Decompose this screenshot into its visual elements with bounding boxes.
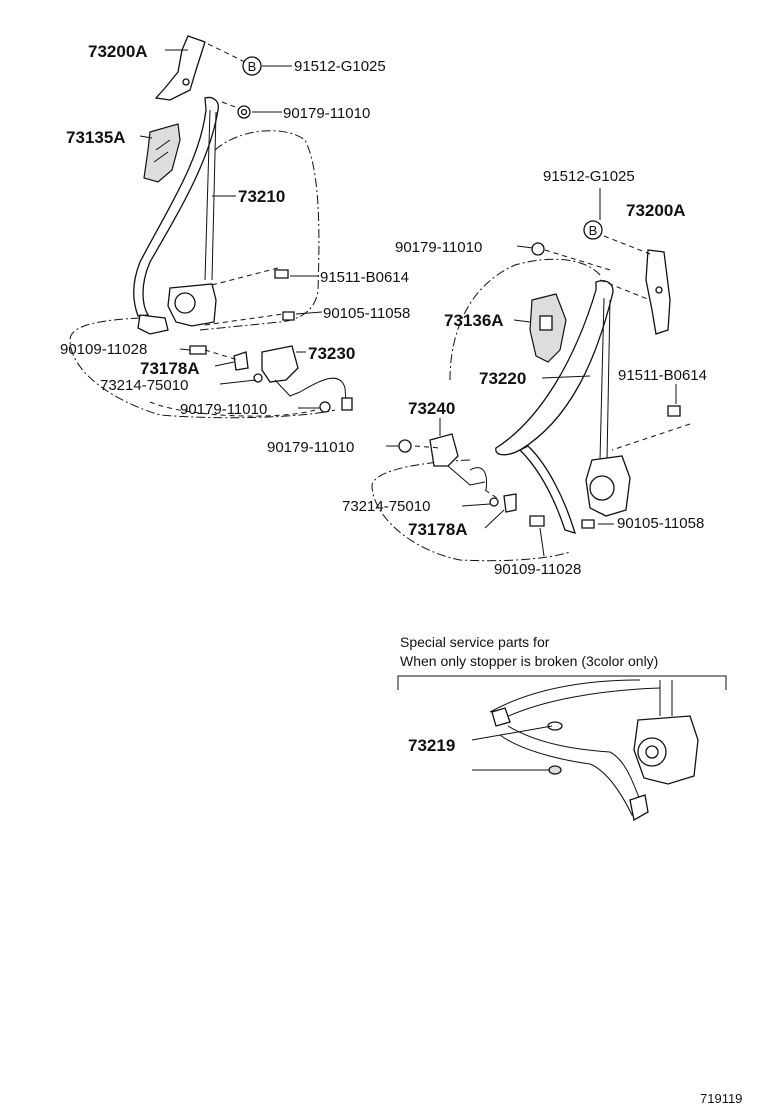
marker-b-left: B <box>242 56 262 76</box>
callout-90109-11028-right: 90109-11028 <box>494 561 581 578</box>
left-bolt-91511 <box>274 269 289 279</box>
callout-90179-11010-b: 90179-11010 <box>180 401 267 418</box>
marker-b-left-text: B <box>248 59 257 74</box>
right-washer-73214 <box>489 497 499 507</box>
stopper-inset <box>397 675 727 822</box>
left-bolt-90109 <box>189 345 207 355</box>
callout-91511-b0614-right: 91511-B0614 <box>618 367 707 384</box>
inset-belt-tongue <box>491 707 511 727</box>
callout-73240: 73240 <box>408 399 455 418</box>
left-seat-belt-assembly <box>69 35 353 419</box>
right-bolt-90109 <box>529 515 545 527</box>
callout-91511-b0614-left: 91511-B0614 <box>320 269 409 286</box>
left-lower-anchor <box>137 314 169 335</box>
right-nut-90179-d <box>398 439 412 453</box>
left-seat-cushion-outline <box>69 317 336 419</box>
callout-73214-75010-left: 73214-75010 <box>100 377 188 394</box>
callout-73178A-left: 73178A <box>140 359 200 378</box>
note-line-2: When only stopper is broken (3color only… <box>400 653 658 669</box>
callout-73220: 73220 <box>479 369 526 388</box>
right-bolt-90105 <box>581 519 595 529</box>
figure-id: 719119 <box>700 1091 742 1106</box>
left-bolt-90105 <box>282 311 295 321</box>
callout-91512-g1025-left: 91512-G1025 <box>294 58 386 75</box>
callout-90105-11058-left: 90105-11058 <box>323 305 410 322</box>
right-buckle-cover <box>503 493 517 513</box>
callout-73200A-right: 73200A <box>626 201 686 220</box>
callout-90105-11058-right: 90105-11058 <box>617 515 704 532</box>
inset-stopper-button-bottom <box>548 765 562 775</box>
left-nut-90179-b <box>319 401 331 413</box>
marker-b-right: B <box>583 220 603 240</box>
inset-bracket <box>397 675 727 690</box>
left-buckle <box>261 345 299 383</box>
callout-91512-g1025-right: 91512-G1025 <box>543 168 635 185</box>
callout-90179-11010-a: 90179-11010 <box>283 105 370 122</box>
right-seat-back-outline <box>449 258 601 381</box>
left-pillar-cover <box>143 123 181 183</box>
right-buckle <box>429 433 459 467</box>
callout-90109-11028-left: 90109-11028 <box>60 341 147 358</box>
left-seat-back-outline <box>199 130 320 331</box>
callout-73214-75010-right: 73214-75010 <box>342 498 430 515</box>
left-shoulder-anchor-plate <box>154 35 206 101</box>
callout-73178A-right: 73178A <box>408 520 468 539</box>
callout-labels: 73200A 91512-G1025 90179-11010 73135A 73… <box>60 42 707 755</box>
left-buckle-cover <box>233 351 249 371</box>
callout-73230: 73230 <box>308 344 355 363</box>
leader-lines <box>139 49 677 771</box>
right-nut-90179-c <box>531 242 545 256</box>
note-line-1: Special service parts for <box>400 634 550 650</box>
callout-90179-11010-d: 90179-11010 <box>267 439 354 456</box>
callout-73200A-left: 73200A <box>88 42 148 61</box>
callout-73136A: 73136A <box>444 311 504 330</box>
inset-stopper-button-top <box>547 721 563 731</box>
right-seat-belt-assembly <box>371 235 691 562</box>
callout-73210: 73210 <box>238 187 285 206</box>
left-belt-webbing <box>133 96 219 317</box>
callout-73135A: 73135A <box>66 128 126 147</box>
callout-73219: 73219 <box>408 736 455 755</box>
marker-b-right-text: B <box>589 223 598 238</box>
right-seat-cushion-outline <box>371 459 571 562</box>
right-bolt-91511 <box>667 405 681 417</box>
left-washer-73214 <box>253 373 263 383</box>
callout-90179-11010-c: 90179-11010 <box>395 239 482 256</box>
